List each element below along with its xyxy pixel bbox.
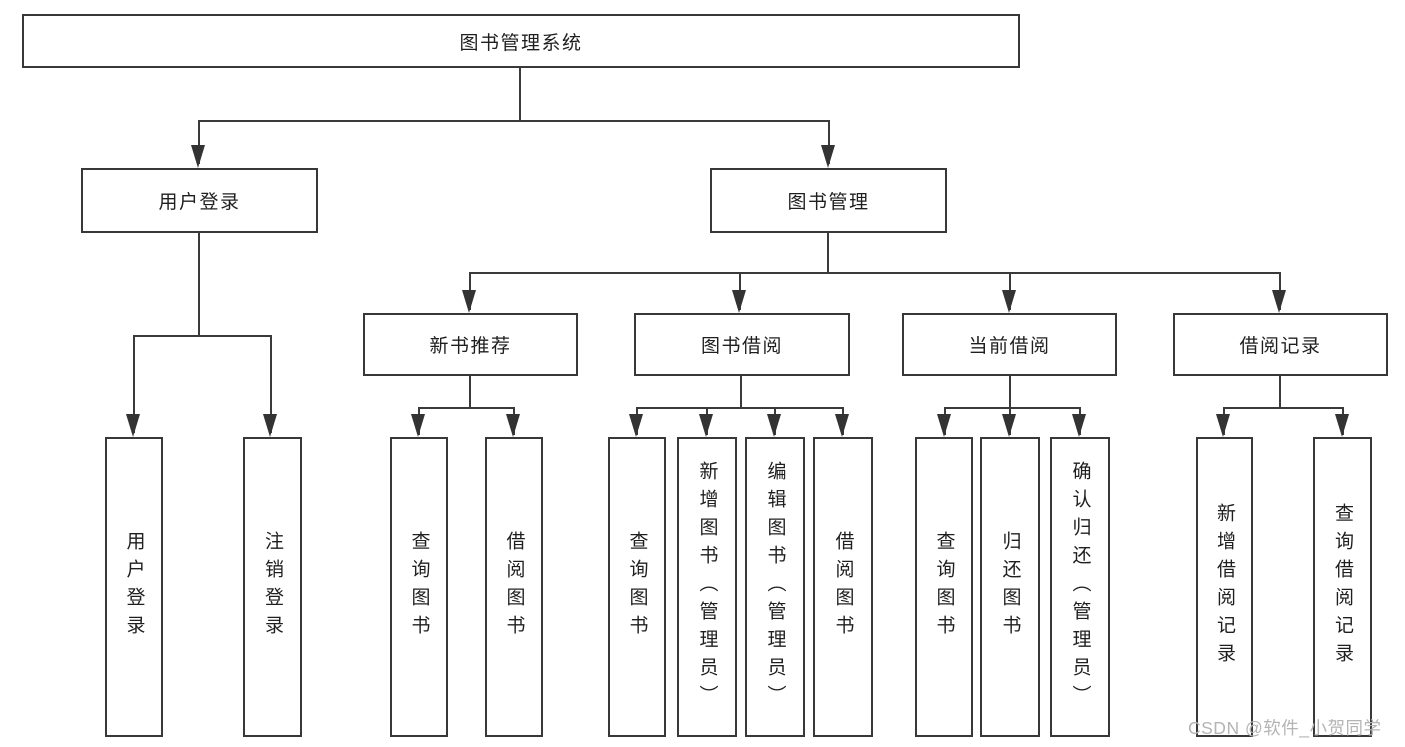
connector-line bbox=[133, 335, 272, 338]
node-book-management-label: 图书管理 bbox=[787, 192, 870, 213]
arrowhead bbox=[191, 145, 205, 168]
leaf-confirm-return-admin: 确认归还（管理员） bbox=[1050, 437, 1110, 737]
node-book-management: 图书管理 bbox=[710, 168, 947, 233]
node-user-login: 用户登录 bbox=[81, 168, 318, 233]
connector-line bbox=[1279, 376, 1282, 409]
connector-line bbox=[636, 407, 844, 410]
arrowhead bbox=[821, 145, 835, 168]
leaf-add-book-admin-label: 新增图书（管理员） bbox=[696, 461, 718, 713]
leaf-return-book: 归还图书 bbox=[980, 437, 1040, 737]
arrowhead bbox=[732, 290, 746, 313]
arrowhead bbox=[411, 414, 425, 437]
node-new-book-recommend: 新书推荐 bbox=[363, 313, 578, 376]
node-book-borrow-label: 图书借阅 bbox=[700, 336, 783, 357]
node-book-borrow: 图书借阅 bbox=[634, 313, 850, 376]
leaf-query-book-borrow-label: 查询图书 bbox=[626, 531, 648, 643]
connector-line bbox=[1223, 407, 1344, 410]
leaf-add-borrow-record: 新增借阅记录 bbox=[1196, 437, 1253, 737]
arrowhead bbox=[835, 414, 849, 437]
arrowhead bbox=[1335, 414, 1349, 437]
connector-line bbox=[740, 376, 743, 409]
arrowhead bbox=[506, 414, 520, 437]
arrowhead bbox=[263, 414, 277, 437]
leaf-borrow-book-recommend-label: 借阅图书 bbox=[503, 531, 525, 643]
leaf-user-login: 用户登录 bbox=[105, 437, 163, 737]
leaf-add-borrow-record-label: 新增借阅记录 bbox=[1214, 503, 1235, 671]
arrowhead bbox=[629, 414, 643, 437]
connector-line bbox=[198, 120, 830, 123]
node-root-label: 图书管理系统 bbox=[459, 32, 583, 54]
arrowhead bbox=[126, 414, 140, 437]
node-borrow-records: 借阅记录 bbox=[1173, 313, 1388, 376]
leaf-borrow-book-recommend: 借阅图书 bbox=[485, 437, 543, 737]
leaf-query-book-recommend-label: 查询图书 bbox=[408, 531, 430, 643]
connector-line bbox=[944, 407, 1081, 410]
connector-line bbox=[469, 272, 1281, 275]
leaf-edit-book-admin: 编辑图书（管理员） bbox=[745, 437, 805, 737]
node-borrow-records-label: 借阅记录 bbox=[1239, 336, 1322, 357]
connector-line bbox=[133, 335, 136, 433]
leaf-query-book-current-label: 查询图书 bbox=[933, 531, 955, 643]
arrowhead bbox=[1272, 290, 1286, 313]
node-current-borrow: 当前借阅 bbox=[902, 313, 1117, 376]
arrowhead bbox=[937, 414, 951, 437]
connector-line bbox=[198, 233, 201, 337]
connector-line bbox=[469, 376, 472, 409]
arrowhead bbox=[1002, 290, 1016, 313]
arrowhead bbox=[462, 290, 476, 313]
leaf-borrow-book: 借阅图书 bbox=[813, 437, 873, 737]
leaf-add-book-admin: 新增图书（管理员） bbox=[677, 437, 737, 737]
leaf-query-book-recommend: 查询图书 bbox=[390, 437, 448, 737]
leaf-query-borrow-record: 查询借阅记录 bbox=[1313, 437, 1372, 737]
arrowhead bbox=[1072, 414, 1086, 437]
leaf-return-book-label: 归还图书 bbox=[999, 531, 1021, 643]
leaf-user-login-label: 用户登录 bbox=[123, 531, 145, 643]
node-user-login-label: 用户登录 bbox=[158, 192, 241, 213]
watermark: CSDN @软件_小贺同学 bbox=[1188, 718, 1382, 738]
connector-line bbox=[270, 335, 273, 433]
arrowhead bbox=[767, 414, 781, 437]
node-current-borrow-label: 当前借阅 bbox=[968, 336, 1051, 357]
connector-line bbox=[827, 233, 830, 274]
connector-line bbox=[1009, 376, 1012, 409]
connector-line bbox=[198, 120, 201, 164]
arrowhead bbox=[699, 414, 713, 437]
leaf-edit-book-admin-label: 编辑图书（管理员） bbox=[764, 461, 786, 713]
node-root: 图书管理系统 bbox=[22, 14, 1020, 68]
leaf-logout: 注销登录 bbox=[243, 437, 302, 737]
leaf-query-book-borrow: 查询图书 bbox=[608, 437, 666, 737]
leaf-confirm-return-admin-label: 确认归还（管理员） bbox=[1069, 461, 1091, 713]
leaf-logout-label: 注销登录 bbox=[262, 531, 283, 643]
connector-line bbox=[519, 68, 522, 122]
connector-line bbox=[828, 120, 831, 164]
leaf-query-book-current: 查询图书 bbox=[915, 437, 973, 737]
arrowhead bbox=[1216, 414, 1230, 437]
connector-line bbox=[418, 407, 515, 410]
leaf-borrow-book-label: 借阅图书 bbox=[832, 531, 854, 643]
leaf-query-borrow-record-label: 查询借阅记录 bbox=[1332, 503, 1353, 671]
node-new-book-recommend-label: 新书推荐 bbox=[429, 336, 512, 357]
arrowhead bbox=[1002, 414, 1016, 437]
